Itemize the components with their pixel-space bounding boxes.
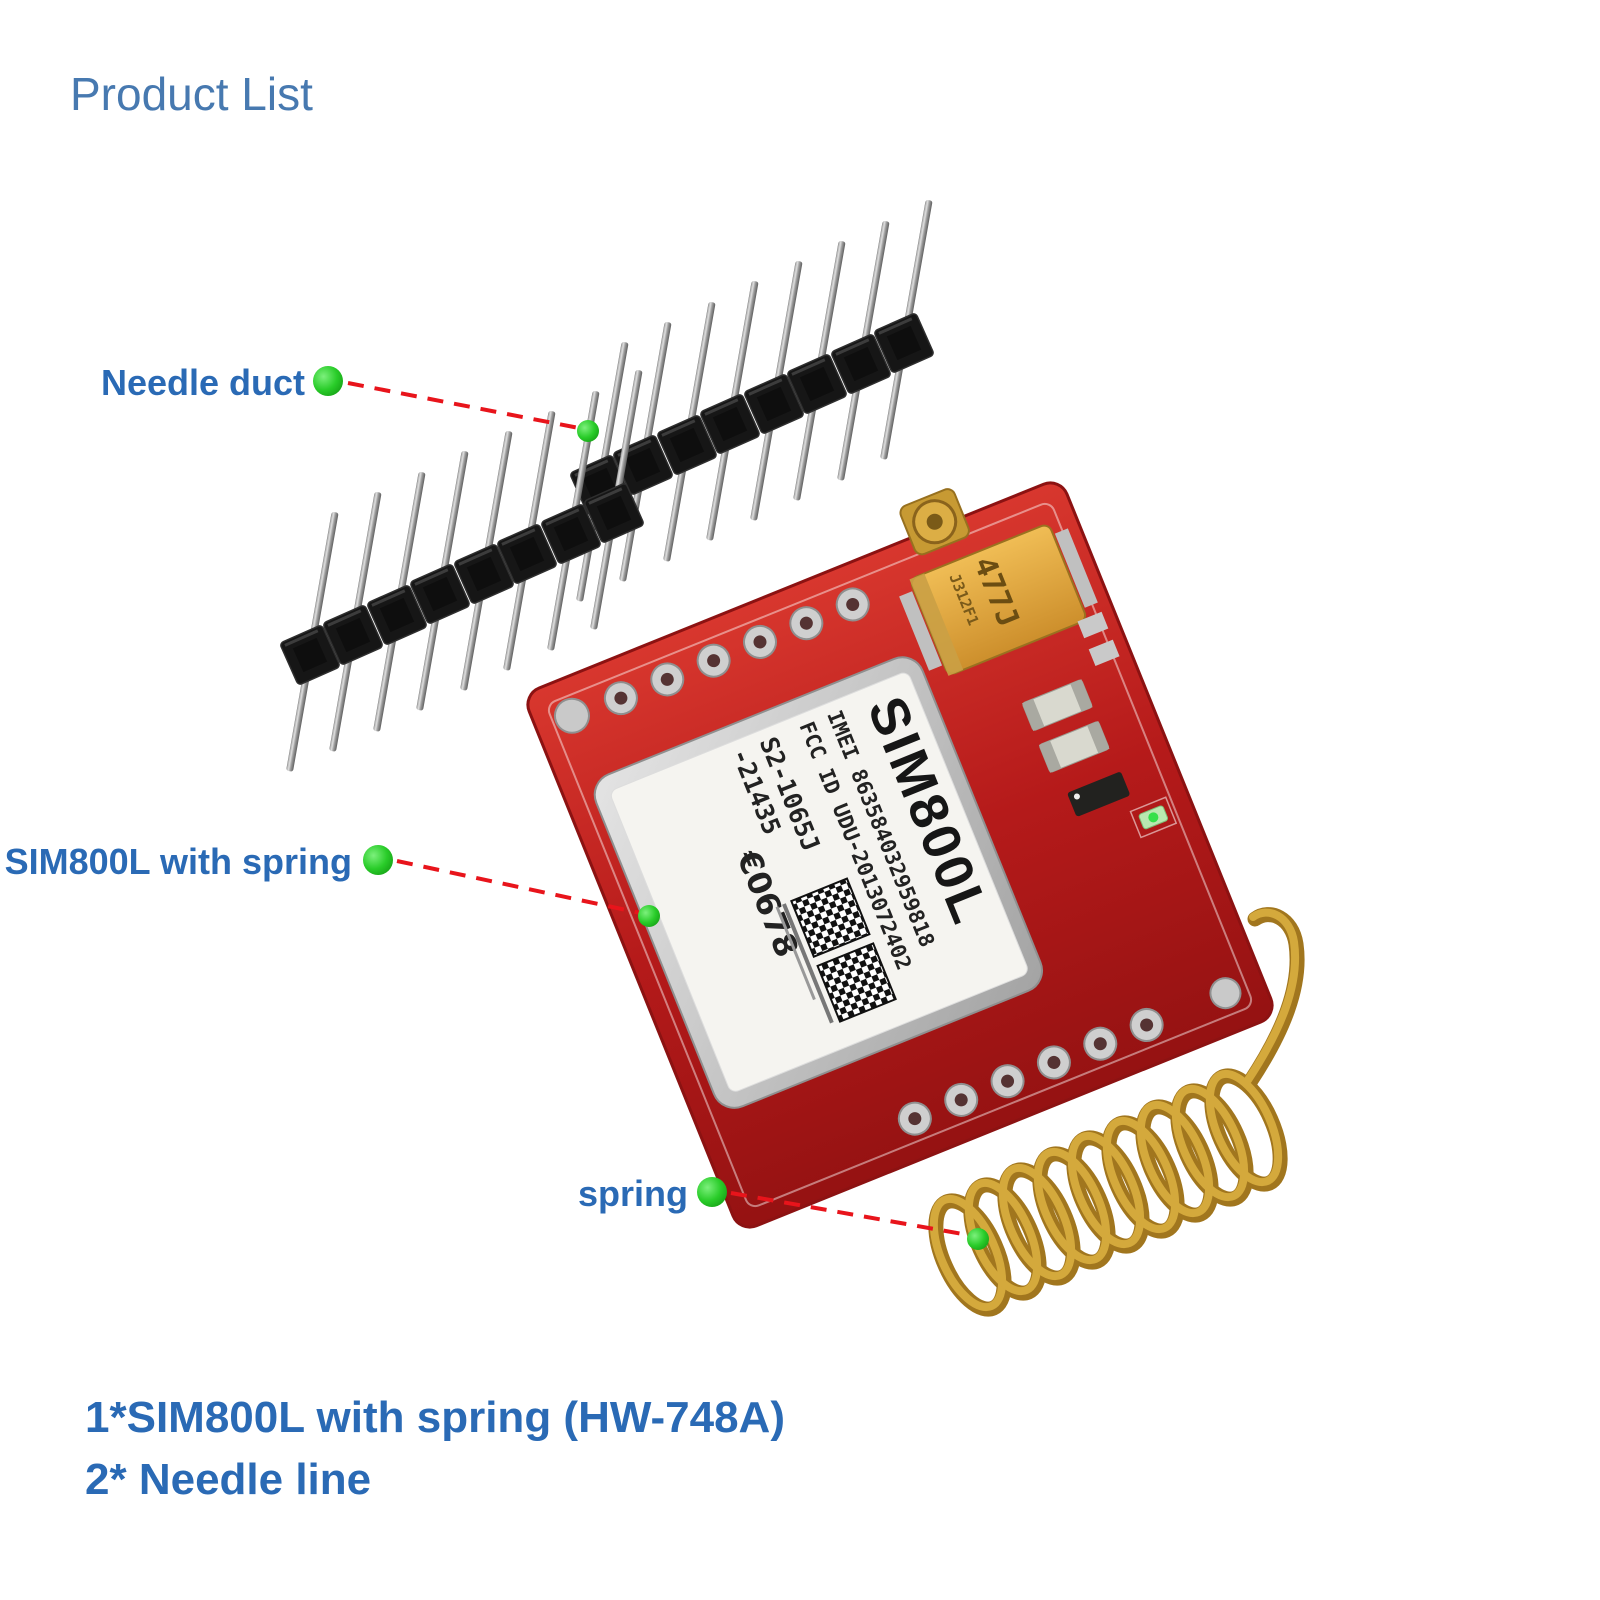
list-item-2: 2* Needle line xyxy=(85,1455,371,1504)
leader-line xyxy=(347,381,585,431)
solder-pad xyxy=(1088,639,1120,667)
silkscreen-outline xyxy=(1129,796,1178,839)
micro-text-line xyxy=(782,903,834,1024)
hole xyxy=(1047,1055,1061,1069)
corner-pad xyxy=(553,697,590,734)
module-sticker xyxy=(610,672,1028,1092)
smd-chip xyxy=(1067,772,1130,817)
spring-coil xyxy=(929,908,1300,1312)
datamatrix-code xyxy=(816,942,897,1023)
capacitor-stripe xyxy=(909,573,964,676)
hole xyxy=(1140,1018,1154,1032)
sim800l-board: SIM800L IMEI 863584032959818 FCC ID UDU-… xyxy=(526,481,1274,1229)
coil-loop xyxy=(1171,1084,1249,1202)
callout-sim800l: SIM800L with spring xyxy=(5,841,660,927)
callout-spring: spring xyxy=(578,1173,989,1250)
callout-target-dot xyxy=(638,905,660,927)
hole xyxy=(954,1093,968,1107)
hole xyxy=(1093,1037,1107,1051)
leader-line xyxy=(396,859,646,916)
coil-loop xyxy=(1136,1100,1214,1218)
solder-pad xyxy=(1054,528,1098,608)
coil-loop xyxy=(929,1194,1007,1312)
callout-label: Needle duct xyxy=(101,362,305,403)
smd-components xyxy=(1022,611,1178,839)
hole xyxy=(707,654,721,668)
smd-end-cap xyxy=(1022,698,1045,732)
corner-pad xyxy=(1209,977,1242,1010)
product-list-text: 1*SIM800L with spring (HW-748A) 2* Needl… xyxy=(85,1393,785,1504)
list-item-1: 1*SIM800L with spring (HW-748A) xyxy=(85,1393,785,1442)
antenna-tail-wire xyxy=(1244,908,1300,1084)
coil-loop xyxy=(1067,1131,1145,1249)
chip-pin1-dot xyxy=(1073,793,1080,800)
page-title: Product List xyxy=(70,68,313,120)
spring-antenna xyxy=(928,907,1305,1317)
coil-loop xyxy=(1033,1147,1111,1265)
hole xyxy=(1001,1074,1015,1088)
leader-line xyxy=(730,1191,975,1238)
hole xyxy=(908,1112,922,1126)
callout-target-dot xyxy=(577,420,599,442)
led-glow xyxy=(1148,812,1159,823)
connector-center xyxy=(926,513,943,530)
datamatrix-code xyxy=(790,877,871,958)
smd-end-cap xyxy=(1087,720,1110,754)
callout-target-dot xyxy=(967,1228,989,1250)
callout-dot xyxy=(313,366,343,396)
pin-header-top xyxy=(568,199,936,602)
solder-pad xyxy=(1077,611,1109,639)
hole xyxy=(846,597,860,611)
silkscreen-border xyxy=(547,502,1253,1208)
callout-dot xyxy=(363,845,393,875)
solder-pad xyxy=(899,591,943,671)
callout-needle-duct: Needle duct xyxy=(101,362,599,442)
sticker-text: SIM800L IMEI 863584032959818 FCC ID UDU-… xyxy=(726,552,1026,1024)
smd-end-cap xyxy=(1070,679,1093,712)
coil-loop xyxy=(1102,1116,1180,1234)
coil-loop xyxy=(1205,1069,1283,1187)
callout-dot xyxy=(697,1177,727,1207)
coil-loop xyxy=(998,1163,1076,1281)
hole xyxy=(614,691,628,705)
smd-end-cap xyxy=(1038,740,1062,773)
through-hole-row-top xyxy=(603,587,870,716)
hole xyxy=(799,616,813,630)
hole xyxy=(660,672,674,686)
micro-text-line xyxy=(775,906,816,1001)
callout-label: SIM800L with spring xyxy=(5,841,352,882)
callout-label: spring xyxy=(578,1173,688,1214)
through-hole-row-bottom xyxy=(897,1007,1164,1136)
ipex-antenna-connector xyxy=(899,488,970,556)
tantalum-capacitor xyxy=(899,524,1098,676)
hole xyxy=(753,635,767,649)
